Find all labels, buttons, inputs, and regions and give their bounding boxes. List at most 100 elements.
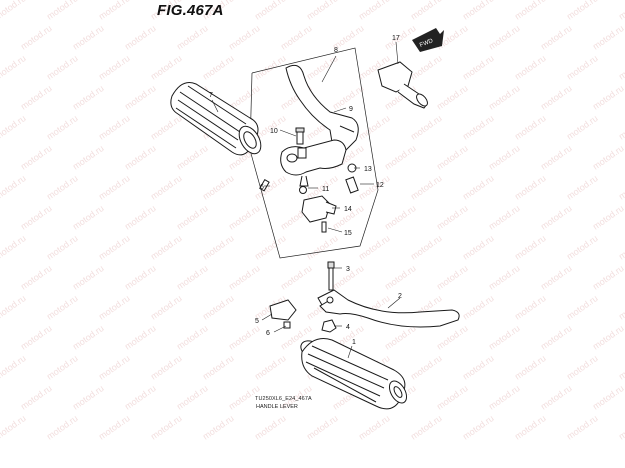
watermark-text: motod.ru bbox=[149, 53, 184, 82]
watermark-text: motod.ru bbox=[435, 383, 470, 412]
watermark-text: motod.ru bbox=[591, 23, 625, 52]
clutch-lever bbox=[285, 64, 359, 151]
watermark-text: motod.ru bbox=[357, 413, 392, 442]
watermark-text: motod.ru bbox=[97, 413, 132, 442]
watermark-text: motod.ru bbox=[175, 143, 210, 172]
watermark-text: motod.ru bbox=[513, 173, 548, 202]
watermark-text: motod.ru bbox=[19, 263, 54, 292]
watermark-text: motod.ru bbox=[435, 143, 470, 172]
watermark-text: motod.ru bbox=[201, 353, 236, 382]
watermark-text: motod.ru bbox=[461, 0, 496, 22]
watermark-text: motod.ru bbox=[383, 263, 418, 292]
watermark-text: motod.ru bbox=[123, 383, 158, 412]
watermark-text: motod.ru bbox=[409, 173, 444, 202]
watermark-text: motod.ru bbox=[201, 173, 236, 202]
watermark-text: motod.ru bbox=[305, 413, 340, 442]
watermark-text: motod.ru bbox=[461, 353, 496, 382]
lower-hardware bbox=[269, 261, 337, 333]
watermark-text: motod.ru bbox=[253, 353, 288, 382]
watermark-text: motod.ru bbox=[123, 203, 158, 232]
watermark-text: motod.ru bbox=[513, 53, 548, 82]
watermark-text: motod.ru bbox=[19, 83, 54, 112]
left-grip bbox=[170, 82, 262, 156]
watermark-text: motod.ru bbox=[617, 173, 625, 202]
watermark-text: motod.ru bbox=[383, 143, 418, 172]
watermark-text: motod.ru bbox=[149, 413, 184, 442]
watermark-text: motod.ru bbox=[97, 293, 132, 322]
watermark-text: motod.ru bbox=[19, 23, 54, 52]
callout-13: 13 bbox=[364, 166, 372, 173]
watermark-text: motod.ru bbox=[383, 323, 418, 352]
watermark-text: motod.ru bbox=[305, 53, 340, 82]
watermark-text: motod.ru bbox=[565, 173, 600, 202]
watermark-text: motod.ru bbox=[45, 293, 80, 322]
watermark-text: motod.ru bbox=[201, 53, 236, 82]
watermark-text: motod.ru bbox=[383, 23, 418, 52]
callout-numbers: 7 8 9 10 13 12 11 14 15 6 17 3 2 4 5 6 1 bbox=[209, 35, 402, 346]
brake-lever bbox=[317, 289, 460, 328]
watermark-text: motod.ru bbox=[149, 233, 184, 262]
watermark-text: motod.ru bbox=[71, 323, 106, 352]
watermark-text: motod.ru bbox=[383, 203, 418, 232]
watermark-text: motod.ru bbox=[461, 413, 496, 442]
watermark-text: motod.ru bbox=[71, 263, 106, 292]
watermark-text: motod.ru bbox=[409, 353, 444, 382]
watermark-text: motod.ru bbox=[591, 83, 625, 112]
model-caption: TU250XL6_E24_467A bbox=[255, 396, 312, 402]
watermark-text: motod.ru bbox=[253, 0, 288, 22]
watermark-text: motod.ru bbox=[409, 413, 444, 442]
watermark-text: motod.ru bbox=[97, 53, 132, 82]
watermark-text: motod.ru bbox=[227, 203, 262, 232]
watermark-text: motod.ru bbox=[617, 53, 625, 82]
watermark-text: motod.ru bbox=[71, 383, 106, 412]
watermark-text: motod.ru bbox=[279, 263, 314, 292]
watermark-text: motod.ru bbox=[0, 353, 28, 382]
watermark-text: motod.ru bbox=[565, 353, 600, 382]
watermark-text: motod.ru bbox=[123, 263, 158, 292]
watermark-text: motod.ru bbox=[149, 173, 184, 202]
callout-8: 8 bbox=[334, 47, 338, 54]
callout-3: 3 bbox=[346, 266, 350, 273]
callout-17: 17 bbox=[392, 35, 400, 42]
watermark-text: motod.ru bbox=[487, 203, 522, 232]
watermark-text: motod.ru bbox=[409, 233, 444, 262]
watermark-text: motod.ru bbox=[565, 233, 600, 262]
figure-name-caption: HANDLE LEVER bbox=[256, 404, 298, 410]
watermark-text: motod.ru bbox=[487, 83, 522, 112]
watermark-text: motod.ru bbox=[409, 0, 444, 22]
figure-title: FIG.467A bbox=[157, 2, 224, 19]
watermark-text: motod.ru bbox=[305, 233, 340, 262]
watermark-text: motod.ru bbox=[591, 263, 625, 292]
watermark-text: motod.ru bbox=[175, 203, 210, 232]
watermark-text: motod.ru bbox=[253, 53, 288, 82]
watermark-text: motod.ru bbox=[175, 23, 210, 52]
watermark-text: motod.ru bbox=[435, 203, 470, 232]
watermark-text: motod.ru bbox=[539, 383, 574, 412]
callout-15: 15 bbox=[344, 230, 352, 237]
watermark-text: motod.ru bbox=[71, 23, 106, 52]
watermark-text: motod.ru bbox=[45, 113, 80, 142]
watermark-text: motod.ru bbox=[565, 0, 600, 22]
watermark-text: motod.ru bbox=[513, 233, 548, 262]
watermark-text: motod.ru bbox=[45, 0, 80, 22]
callout-9: 9 bbox=[349, 106, 353, 113]
watermark-text: motod.ru bbox=[149, 293, 184, 322]
watermark-text: motod.ru bbox=[0, 233, 28, 262]
watermark-text: motod.ru bbox=[19, 383, 54, 412]
upper-hardware bbox=[259, 127, 359, 233]
watermark-text: motod.ru bbox=[0, 113, 28, 142]
watermark-text: motod.ru bbox=[591, 383, 625, 412]
watermark-text: motod.ru bbox=[617, 293, 625, 322]
watermark-text: motod.ru bbox=[45, 173, 80, 202]
callout-5: 5 bbox=[255, 318, 259, 325]
watermark-text: motod.ru bbox=[123, 83, 158, 112]
watermark-text: motod.ru bbox=[0, 293, 28, 322]
watermark-text: motod.ru bbox=[539, 23, 574, 52]
watermark-text: motod.ru bbox=[97, 233, 132, 262]
watermark-text: motod.ru bbox=[19, 143, 54, 172]
watermark-text: motod.ru bbox=[409, 53, 444, 82]
watermark-text: motod.ru bbox=[97, 173, 132, 202]
callout-7: 7 bbox=[209, 92, 213, 99]
